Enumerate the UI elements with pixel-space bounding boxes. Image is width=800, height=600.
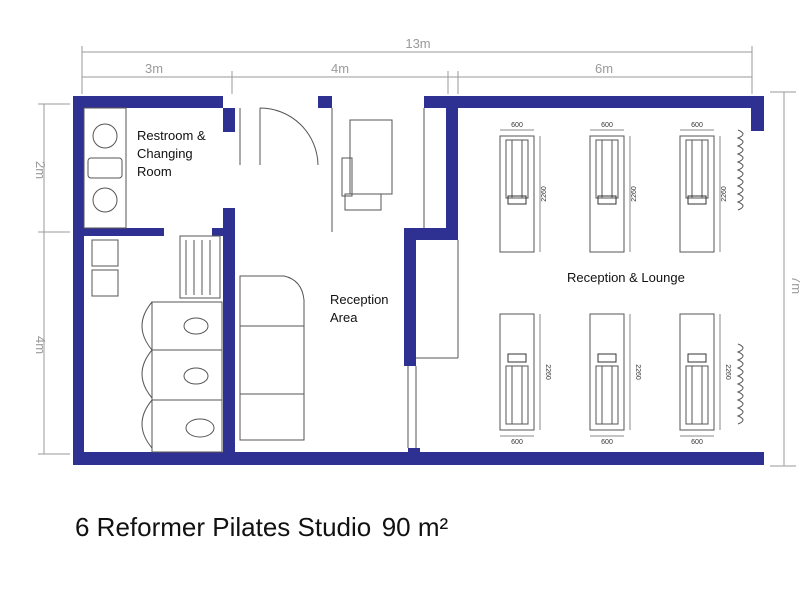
dim-left-segment-1: 2m <box>33 161 48 179</box>
toilet-3 <box>185 418 215 438</box>
restroom-label-line-1: Restroom & <box>137 128 206 143</box>
reformer-5-length: 2260 <box>634 364 641 380</box>
reformer-5-width: 600 <box>601 439 613 446</box>
plant-top <box>736 129 744 211</box>
reformer-6-length: 2260 <box>724 364 731 380</box>
restroom-label-line-3: Room <box>137 164 172 179</box>
sink-1 <box>92 123 118 149</box>
reformer-4-length: 2260 <box>544 364 551 380</box>
reformer-1-width: 600 <box>511 122 523 129</box>
reformer-3-width: 600 <box>691 122 703 129</box>
reception-area-label-line-2: Area <box>330 310 358 325</box>
reformer-1-length: 2260 <box>541 186 548 202</box>
restroom-label-line-2: Changing <box>137 146 193 161</box>
dim-segment-3: 6m <box>595 61 613 76</box>
reception-counter <box>239 275 305 441</box>
reformer-5: 600 2260 <box>589 313 641 446</box>
fixtures <box>83 107 744 453</box>
reformer-6-width: 600 <box>691 439 703 446</box>
walls <box>73 96 764 465</box>
dim-left-segment-2: 4m <box>33 336 48 354</box>
entrance-door <box>259 107 319 166</box>
reformer-2-length: 2260 <box>631 186 638 202</box>
dim-segment-2: 4m <box>331 61 349 76</box>
reformer-group: 600 2260 600 2260 600 2260 <box>499 122 731 446</box>
lounge-label: Reception & Lounge <box>567 270 685 285</box>
reception-area-label-line-1: Reception <box>330 292 389 307</box>
reformer-2: 600 2260 <box>589 122 638 253</box>
plan-title: 6 Reformer Pilates Studio 90 m² <box>75 512 448 543</box>
plan-title-area: 90 m² <box>381 512 449 542</box>
plant-bottom <box>736 343 744 425</box>
toilet-2 <box>183 367 209 385</box>
reformer-4-width: 600 <box>511 439 523 446</box>
reformer-6: 600 2260 <box>679 313 731 446</box>
reformer-1: 600 2260 <box>499 122 548 253</box>
reformer-4: 600 2260 <box>499 313 551 446</box>
sink-2 <box>92 187 118 213</box>
plan-title-main: 6 Reformer Pilates Studio <box>75 512 372 542</box>
dim-total-depth: 7m <box>789 276 800 294</box>
toilet-1 <box>183 317 209 335</box>
dim-total-width: 13m <box>405 36 430 51</box>
reformer-2-width: 600 <box>601 122 613 129</box>
reformer-3-length: 2260 <box>721 186 728 202</box>
reformer-3: 600 2260 <box>679 122 728 253</box>
dim-segment-1: 3m <box>145 61 163 76</box>
dimension-lines-side <box>38 91 796 467</box>
dimension-lines-top <box>81 46 753 94</box>
